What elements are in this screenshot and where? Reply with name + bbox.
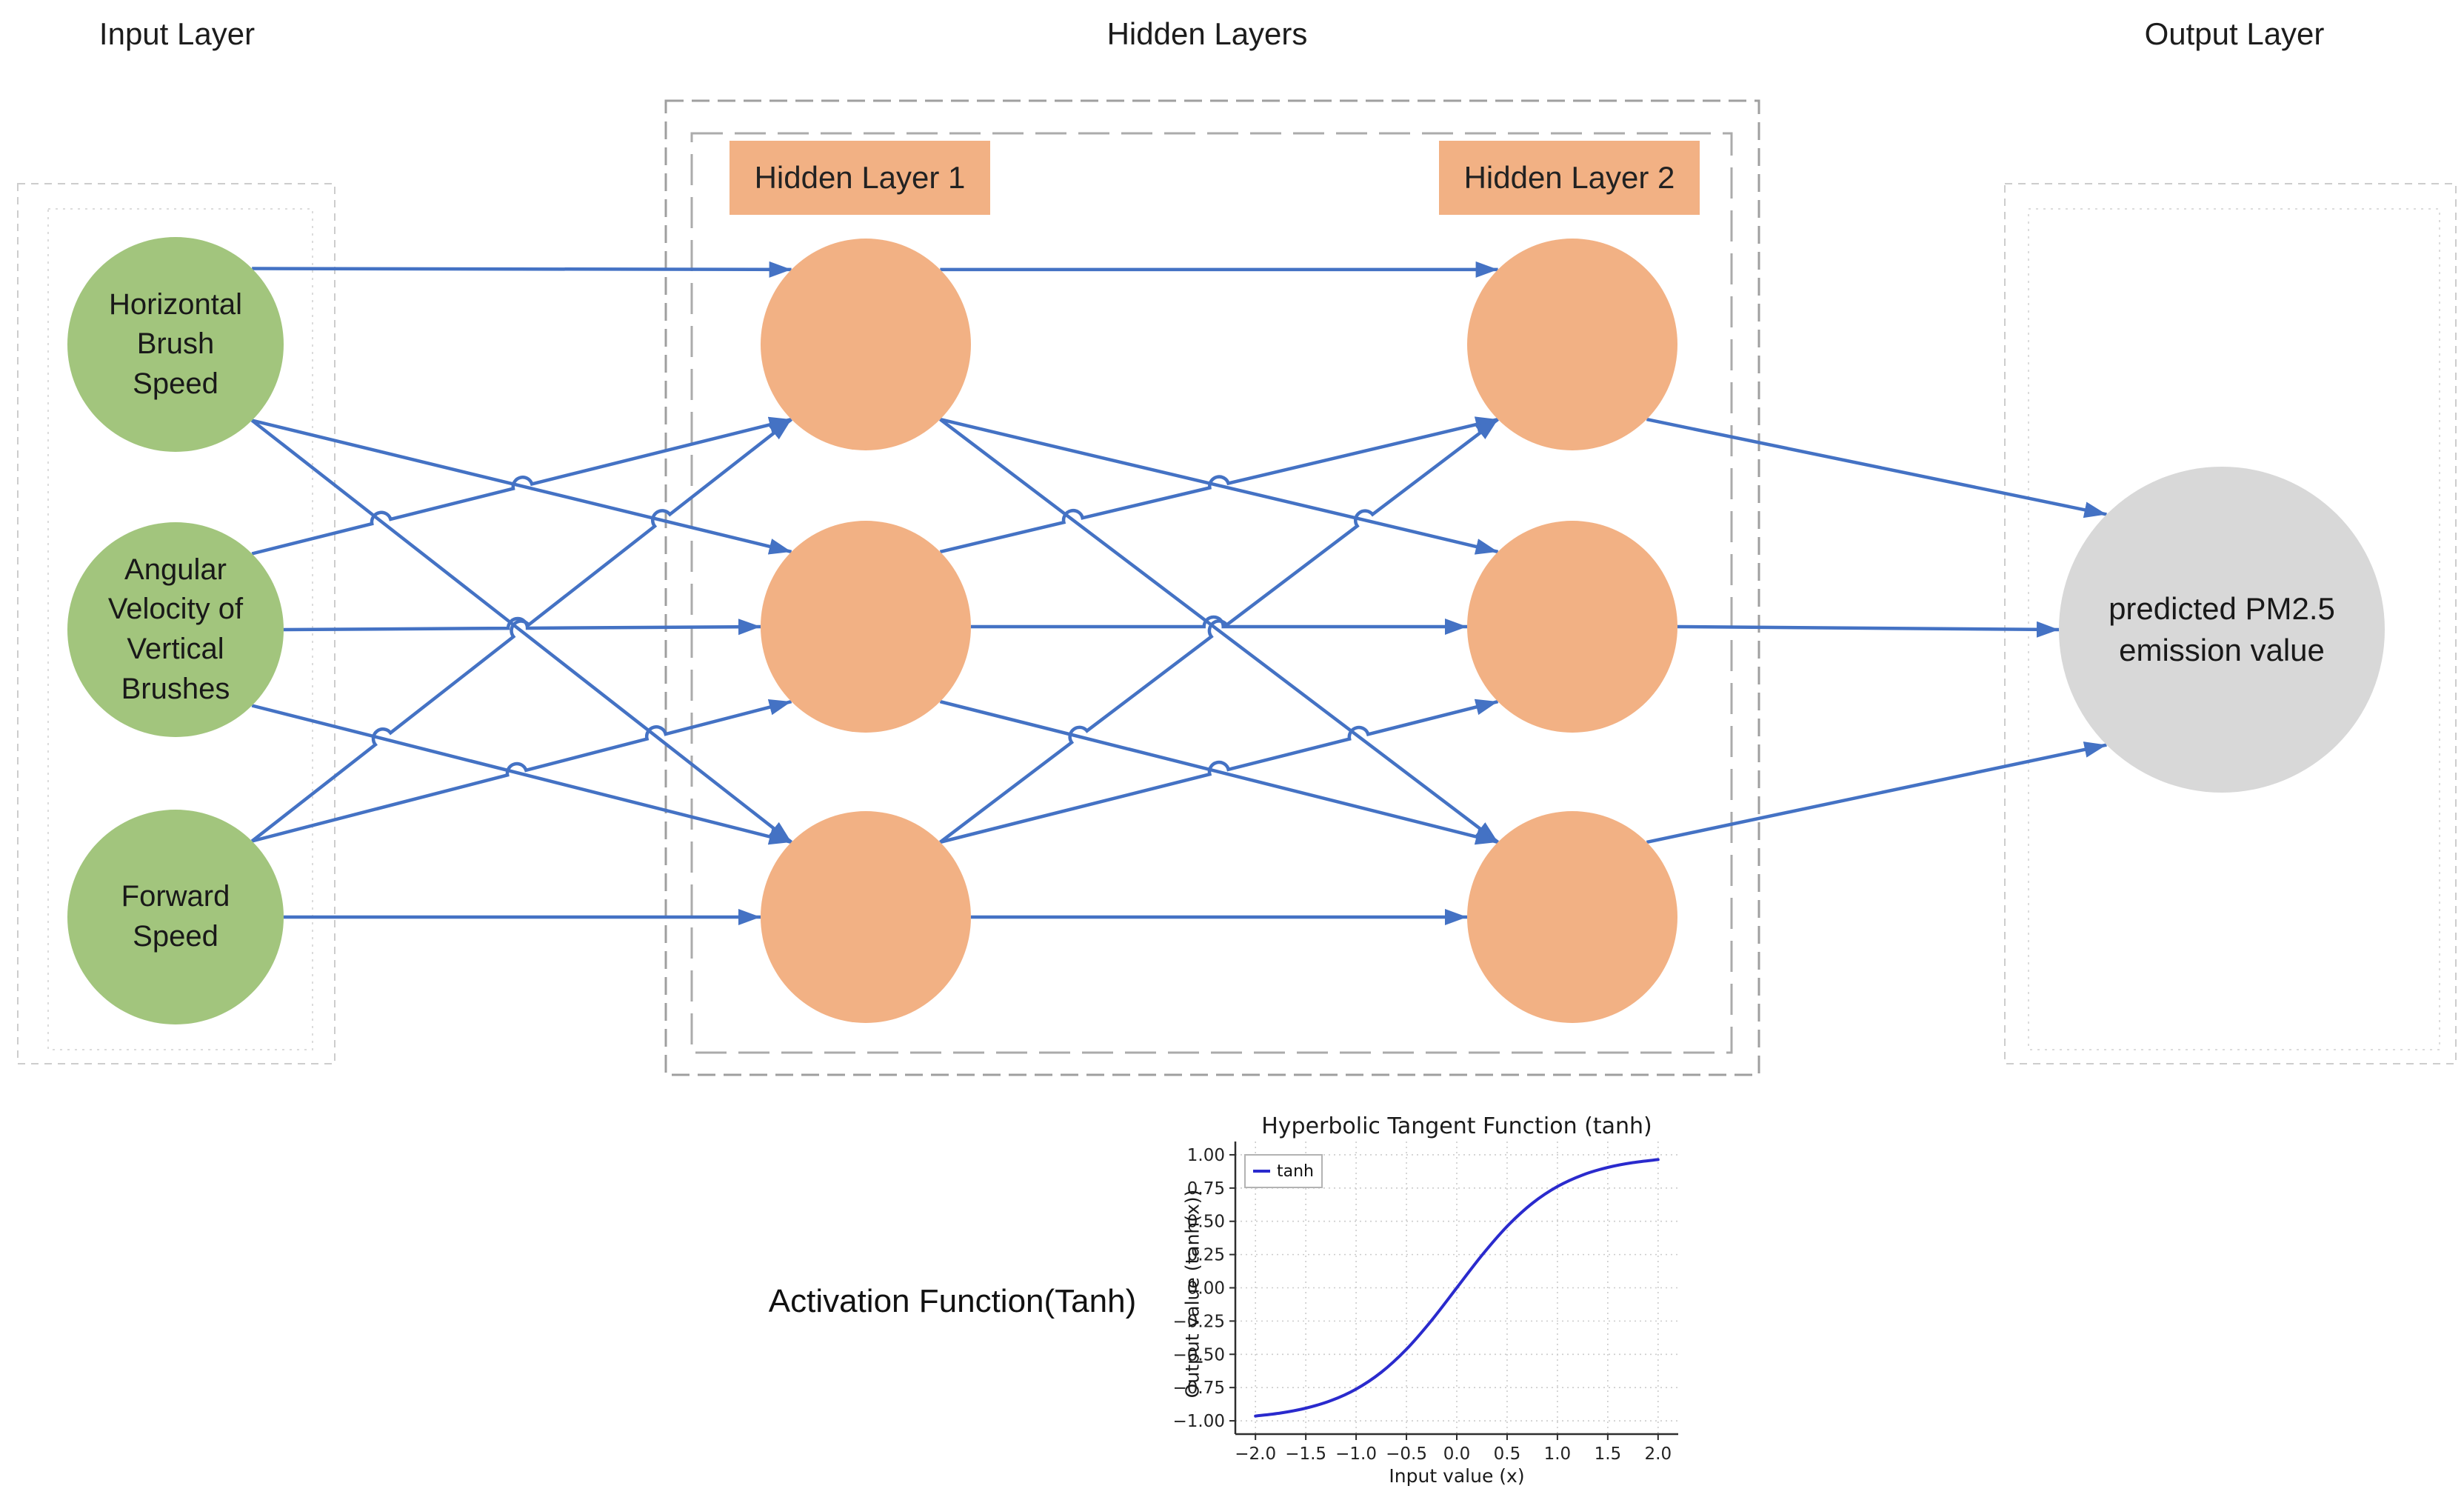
y-tick-label: 0.00 <box>1187 1279 1225 1299</box>
output-node-circle <box>2059 467 2385 793</box>
input-node-label-forward-speed: Forward Speed <box>121 880 230 953</box>
hidden2-node-circle-2 <box>1467 811 1677 1023</box>
y-tick-label: 0.50 <box>1187 1213 1225 1232</box>
input-node-label-angular-velocity: Angular Velocity of Vertical Brushes <box>107 553 244 705</box>
input-layer-outer-box <box>17 183 335 1064</box>
input-node-circle-0 <box>67 237 284 452</box>
tanh-chart: −2.0 −1.5 −1.0 −0.5 0.0 0.5 1.0 1.5 2.0 −1.00 −0.7… <box>1174 1109 1726 1503</box>
y-tick-label: −0.50 <box>1174 1345 1225 1364</box>
input-node-circle-1 <box>67 522 284 737</box>
hidden1-node-circle-2 <box>761 811 971 1023</box>
x-tick-label: 2.0 <box>1645 1444 1672 1464</box>
connection-arrow <box>251 419 792 555</box>
connection-arrow <box>250 418 792 843</box>
x-tick-label: −0.5 <box>1386 1444 1427 1464</box>
tanh-curve <box>1254 1158 1660 1418</box>
activation-function-label: Activation Function(Tanh) <box>768 1283 1137 1319</box>
chart-x-axis-label: Input value (x) <box>1389 1465 1525 1487</box>
input-layer-inner-box <box>47 208 313 1050</box>
x-tick-label: −1.5 <box>1285 1444 1326 1464</box>
connection-arrow <box>939 699 1499 844</box>
input-layer-title: Input Layer <box>99 16 256 51</box>
hidden2-node-circle-0 <box>1467 239 1677 450</box>
y-tick-label: 0.75 <box>1187 1179 1225 1199</box>
x-tick-label: 1.0 <box>1544 1444 1572 1464</box>
y-tick-label: −0.25 <box>1174 1312 1225 1331</box>
connection-arrow <box>1677 621 2060 638</box>
input-node-circle-2 <box>67 810 284 1024</box>
hidden-layers-outer-box <box>664 99 1760 1076</box>
x-tick-label: −1.0 <box>1335 1444 1377 1464</box>
x-tick-label: −2.0 <box>1235 1444 1276 1464</box>
connection-arrow <box>971 615 1467 635</box>
hidden-layers-title: Hidden Layers <box>1106 16 1308 51</box>
legend-line-swatch <box>1253 1170 1270 1173</box>
hidden1-node-circle-0 <box>761 239 971 450</box>
y-tick-label: 1.00 <box>1187 1146 1225 1165</box>
connection-arrow <box>252 261 792 278</box>
y-tick-label: 0.25 <box>1187 1246 1225 1265</box>
connection-arrow <box>251 699 792 843</box>
connection-arrow <box>939 418 1499 844</box>
connection-arrow <box>939 416 1499 554</box>
connection-arrow <box>251 704 792 845</box>
tanh-chart-svg: −2.0 −1.5 −1.0 −0.5 0.0 0.5 1.0 1.5 2.0 −1.00 −0.7… <box>1174 1142 1678 1464</box>
x-tick-label: 1.5 <box>1595 1444 1622 1464</box>
connection-arrow <box>1646 741 2107 844</box>
chart-legend: tanh <box>1244 1154 1323 1188</box>
y-tick-label: −1.00 <box>1174 1412 1225 1431</box>
connection-arrow <box>250 419 792 844</box>
connection-arrow <box>939 417 1499 555</box>
chart-title: Hyperbolic Tangent Function (tanh) <box>1261 1113 1652 1139</box>
connection-arrow <box>251 416 792 556</box>
output-layer-title: Output Layer <box>2144 16 2325 51</box>
legend-label: tanh <box>1277 1162 1314 1181</box>
hidden2-node-circle-1 <box>1467 521 1677 733</box>
hidden-layer-1-header: Hidden Layer 1 <box>729 141 990 215</box>
hidden-layer-2-header: Hidden Layer 2 <box>1439 141 1700 215</box>
connection-arrow <box>283 616 761 636</box>
connection-arrow <box>939 699 1499 845</box>
input-node-label-horizontal-brush-speed: Horizontal Brush Speed <box>108 287 243 400</box>
y-tick-label: −0.75 <box>1174 1379 1225 1398</box>
output-node-label: predicted PM2.5 emission value <box>2109 590 2335 667</box>
hidden1-node-circle-1 <box>761 521 971 733</box>
hidden-layers-inner-box <box>690 132 1733 1054</box>
x-tick-label: 0.5 <box>1494 1444 1521 1464</box>
connection-arrow <box>1646 417 2107 519</box>
x-tick-label: 0.0 <box>1443 1444 1471 1464</box>
connection-arrow <box>939 418 1499 844</box>
